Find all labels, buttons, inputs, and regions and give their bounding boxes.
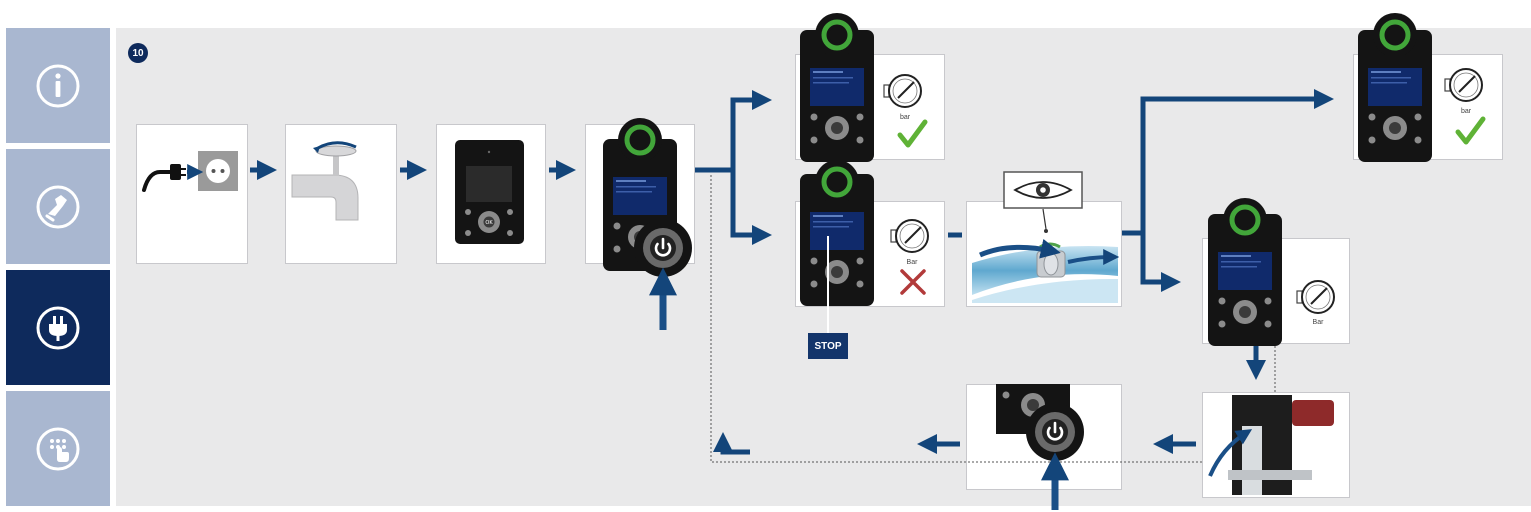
valve-faucet-icon: [291, 141, 359, 221]
card-plug-in: [136, 124, 248, 264]
return-loop-dotted-line: [710, 175, 1202, 463]
arrow-to-ok: [730, 90, 772, 170]
hand-wrench-icon: [36, 185, 80, 228]
device-pressure-ok-final-icon: bar: [1358, 13, 1486, 162]
check-mark-icon: [897, 119, 928, 148]
sidebar-tab-electrical[interactable]: [6, 270, 110, 385]
device-power-on-icon: [603, 118, 694, 279]
svg-text:OK: OK: [485, 220, 493, 226]
pump-vent-icon: [1208, 395, 1334, 495]
sidebar-tab-installation[interactable]: [6, 149, 110, 264]
svg-text:bar: bar: [1461, 108, 1472, 115]
pipe-inspection-icon: [972, 171, 1120, 303]
device-display-icon: OK: [455, 140, 524, 244]
step-number-badge: 10: [128, 43, 148, 63]
sidebar-tab-info[interactable]: [6, 28, 110, 143]
flow-arrows: [250, 89, 1334, 455]
stop-badge: STOP: [808, 333, 848, 359]
sidebar: [6, 28, 110, 512]
touch-keypad-icon: [36, 427, 80, 470]
arrow-to-ok-final: [1140, 89, 1334, 233]
device-pressure-ok-icon: bar: [800, 13, 928, 162]
check-mark-icon: [1455, 116, 1486, 145]
sidebar-tab-operation[interactable]: [6, 391, 110, 506]
svg-text:bar: bar: [900, 114, 911, 121]
info-icon: [36, 64, 80, 107]
cross-mark-icon: [900, 269, 926, 295]
arrow-to-check: [1140, 233, 1181, 292]
svg-text:Bar: Bar: [1313, 319, 1325, 326]
arrow-loop-back: [713, 432, 750, 455]
device-pressure-fail-icon: Bar: [800, 160, 929, 306]
plug-socket-icon: [142, 151, 238, 192]
plug-icon: [36, 306, 80, 349]
device-power-restart-icon: [996, 384, 1086, 463]
svg-text:Bar: Bar: [907, 259, 919, 266]
arrow-to-fail: [730, 170, 772, 245]
device-pressure-check-icon: Bar: [1208, 198, 1335, 346]
